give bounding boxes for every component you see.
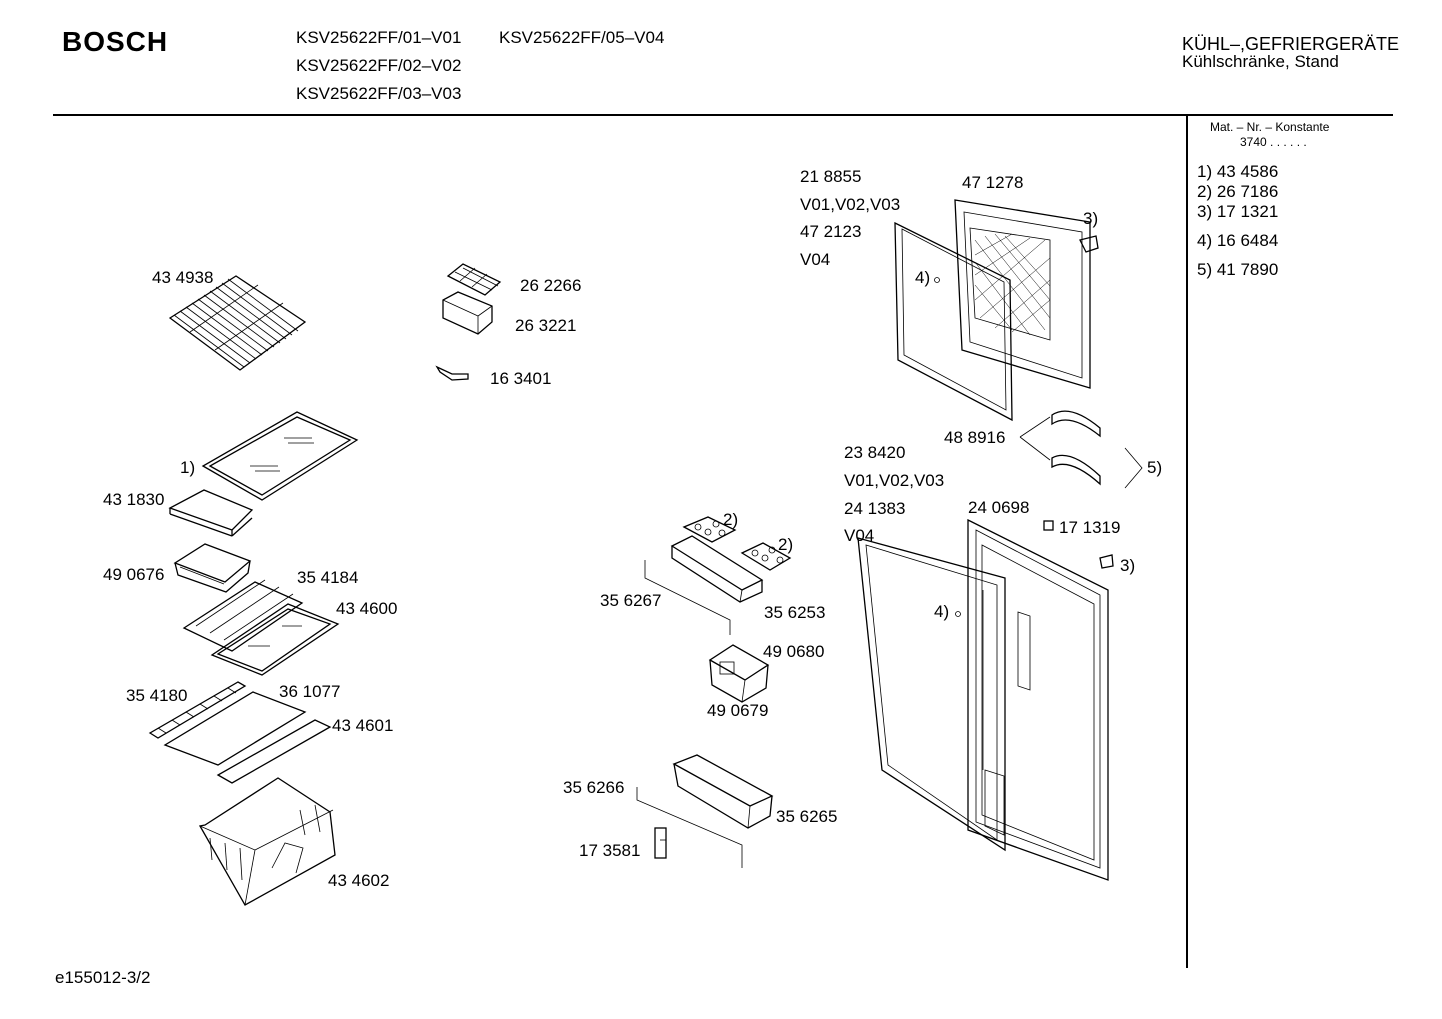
leader-line bbox=[636, 787, 743, 868]
part-label: 43 4601 bbox=[332, 716, 394, 735]
category-title: KÜHL–,GEFRIERGERÄTE bbox=[1182, 34, 1400, 54]
header-rule bbox=[53, 114, 1393, 116]
gasket-clip-icon bbox=[934, 277, 961, 617]
crisper-cover-drawing bbox=[148, 681, 332, 784]
reference-item: 4) 16 6484 bbox=[1197, 231, 1279, 250]
reference-marker: 2) bbox=[778, 535, 794, 554]
part-label: 24 0698 bbox=[968, 498, 1030, 517]
ice-scraper-drawing bbox=[435, 365, 469, 381]
part-label: 47 2123 bbox=[800, 222, 862, 241]
part-label: 21 8855 bbox=[800, 167, 862, 186]
handle-drawing bbox=[1051, 410, 1101, 486]
reference-item: 2) 26 7186 bbox=[1197, 182, 1279, 201]
part-label: 43 4938 bbox=[152, 268, 214, 287]
ice-tray-drawing bbox=[446, 263, 502, 296]
reference-marker: 3) bbox=[1083, 209, 1099, 228]
reference-marker: 4) bbox=[934, 602, 950, 621]
part-label: 26 3221 bbox=[515, 316, 577, 335]
model-number: KSV25622FF/01–V01 bbox=[296, 28, 462, 47]
part-label: 47 1278 bbox=[962, 173, 1024, 192]
reference-marker: 4) bbox=[915, 268, 931, 287]
part-label: 43 1830 bbox=[103, 490, 165, 509]
part-label: 43 4600 bbox=[336, 599, 398, 618]
leader-line bbox=[1019, 416, 1051, 438]
reference-item: 5) 41 7890 bbox=[1197, 260, 1279, 279]
reference-marker: 5) bbox=[1147, 458, 1163, 477]
freezer-door-drawing bbox=[954, 199, 1091, 389]
document-code: e155012-3/2 bbox=[55, 968, 151, 987]
model-number: KSV25622FF/03–V03 bbox=[296, 84, 462, 103]
reference-marker: 2) bbox=[723, 510, 739, 529]
part-label: 35 6266 bbox=[563, 778, 625, 797]
leader-line bbox=[1124, 447, 1143, 489]
model-number: KSV25622FF/02–V02 bbox=[296, 56, 462, 75]
leader-line bbox=[644, 560, 731, 635]
part-label: 48 8916 bbox=[944, 428, 1006, 447]
model-number: KSV25622FF/05–V04 bbox=[499, 28, 665, 47]
part-label: 36 1077 bbox=[279, 682, 341, 701]
reference-item: 1) 43 4586 bbox=[1197, 162, 1279, 181]
wire-shelf-drawing bbox=[168, 275, 307, 371]
fridge-gasket-drawing bbox=[857, 537, 1006, 852]
category-subtitle: Kühlschränke, Stand bbox=[1182, 52, 1339, 71]
part-label: 17 3581 bbox=[579, 841, 641, 860]
part-label: 35 4184 bbox=[297, 568, 359, 587]
variant-label: V01,V02,V03 bbox=[800, 195, 901, 214]
hinge-cap-drawing bbox=[1043, 235, 1114, 569]
konstante-value: 3740 . . . . . . bbox=[1240, 135, 1307, 149]
bottle-bin-drawing bbox=[672, 754, 774, 829]
part-label: 49 0676 bbox=[103, 565, 165, 584]
konstante-label: Mat. – Nr. – Konstante bbox=[1210, 120, 1330, 134]
glass-shelf-drawing bbox=[201, 411, 359, 501]
sidebar-rule bbox=[1186, 116, 1188, 968]
small-drawer-drawing bbox=[173, 543, 252, 593]
glass-shelf-set-drawing bbox=[182, 579, 340, 676]
brand-logo: BOSCH bbox=[62, 26, 169, 57]
part-label: 35 6267 bbox=[600, 591, 662, 610]
part-label: 35 4180 bbox=[126, 686, 188, 705]
egg-tray-drawing bbox=[682, 516, 737, 543]
door-bin-drawing bbox=[670, 535, 764, 603]
part-label: 26 2266 bbox=[520, 276, 582, 295]
variant-label: V01,V02,V03 bbox=[844, 471, 945, 490]
clip-drawing bbox=[654, 827, 667, 859]
part-label: 49 0679 bbox=[707, 701, 769, 720]
freezer-gasket-drawing bbox=[894, 221, 1013, 422]
part-label: 35 6253 bbox=[764, 603, 826, 622]
bottle-holder-drawing bbox=[708, 644, 770, 703]
part-label: 17 1319 bbox=[1059, 518, 1121, 537]
reference-marker: 3) bbox=[1120, 556, 1136, 575]
part-label: 1) bbox=[180, 458, 196, 477]
reference-item: 3) 17 1321 bbox=[1197, 202, 1279, 221]
part-label: 43 4602 bbox=[328, 871, 390, 890]
part-label: 35 6265 bbox=[776, 807, 838, 826]
shelf-frame-drawing bbox=[168, 489, 254, 537]
part-label: 49 0680 bbox=[763, 642, 825, 661]
part-label: 24 1383 bbox=[844, 499, 906, 518]
variant-label: V04 bbox=[800, 250, 831, 269]
crisper-drawer-drawing bbox=[198, 777, 336, 906]
egg-tray-drawing bbox=[740, 542, 792, 571]
part-label: 16 3401 bbox=[490, 369, 552, 388]
part-label: 23 8420 bbox=[844, 443, 906, 462]
variant-label: V04 bbox=[844, 526, 875, 545]
exploded-parts-diagram bbox=[148, 199, 1143, 906]
ice-box-drawing bbox=[442, 291, 493, 335]
fridge-door-drawing bbox=[967, 518, 1109, 881]
leader-line bbox=[1019, 436, 1051, 461]
